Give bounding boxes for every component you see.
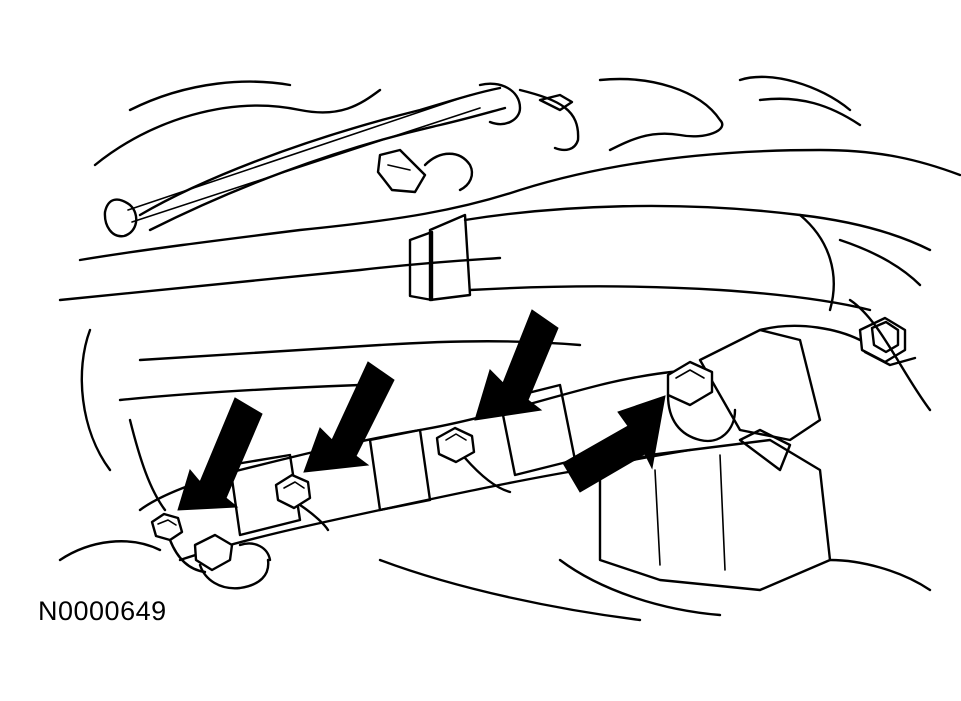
- left-housing: [58, 328, 167, 562]
- arrow-bolt-3: [474, 309, 559, 421]
- bolt-2: [274, 473, 330, 532]
- arrow-bolt-1: [177, 397, 263, 511]
- bolt-1: [150, 512, 207, 574]
- figure-id-label: N0000649: [38, 596, 167, 626]
- arrow-bolt-2: [303, 361, 395, 473]
- upper-hose-lines: [93, 75, 862, 238]
- callout-arrows: [177, 309, 666, 511]
- right-stud-nut: [758, 298, 932, 412]
- bolt-4: [666, 360, 737, 443]
- arrow-bolt-4: [562, 395, 666, 493]
- bolt-lower-left: [193, 533, 272, 590]
- bolt-3: [435, 426, 512, 494]
- electrical-connector: [376, 148, 474, 194]
